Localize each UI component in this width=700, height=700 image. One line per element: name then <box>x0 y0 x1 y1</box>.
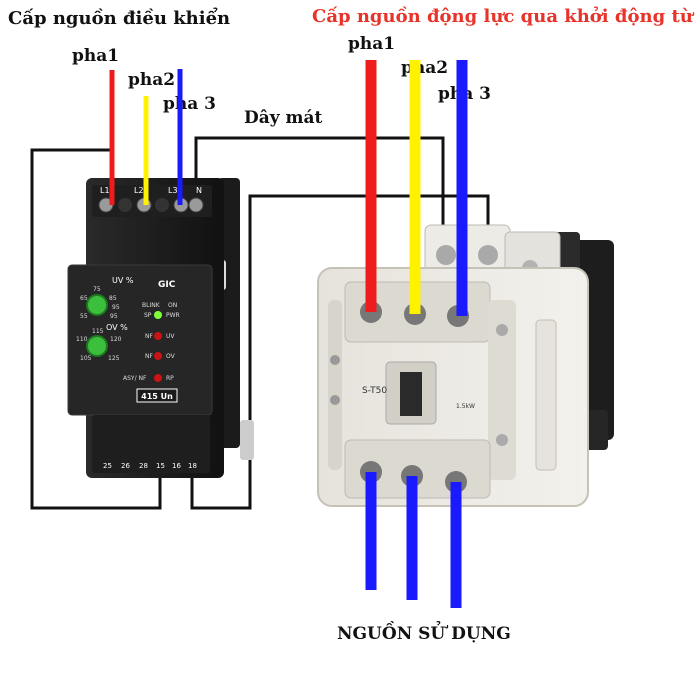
cool-wire-label: Dây mát <box>244 108 323 128</box>
terminal-label-25: 25 <box>103 462 112 470</box>
indicator-label: NF <box>145 333 153 340</box>
terminal-label-28: 28 <box>139 462 148 470</box>
uv-tick: 75 <box>93 286 101 293</box>
terminal-label-l3: L3 <box>168 186 178 195</box>
control-phase2-label: pha2 <box>128 70 176 90</box>
load-output-wires <box>365 472 462 608</box>
uv-tick: 95 <box>110 313 118 320</box>
contactor-model: S-T50 <box>362 386 387 396</box>
relay-model: 415 Un <box>141 392 173 401</box>
uv-dial-label: UV % <box>112 276 134 285</box>
relay-brand: GIC <box>158 280 176 290</box>
wire-terminal18-to-coil <box>190 194 490 510</box>
control-supply-title: Cấp nguồn điều khiển <box>8 8 231 29</box>
uv-tick: 65 <box>80 295 88 302</box>
terminal-label-n: N <box>196 186 202 195</box>
ov-dial-label: OV % <box>106 323 128 332</box>
uv-tick: 55 <box>80 313 88 320</box>
terminal-label-l2: L2 <box>134 186 144 195</box>
indicator-label: ON <box>168 302 177 309</box>
pwr-led <box>154 311 162 319</box>
power-phase1-label: pha1 <box>348 34 396 54</box>
control-phase-wires <box>109 69 183 205</box>
load-supply-label: NGUỒN SỬ DỤNG <box>337 624 511 644</box>
power-supply-title: Cấp nguồn động lực qua khởi động từ <box>312 6 693 27</box>
terminal-label-18: 18 <box>188 462 197 470</box>
indicator-label: UV <box>166 333 175 340</box>
monitoring-relay: L1 L2 L3 N UV % GIC 75 85 65 95 55 95 OV… <box>67 178 254 478</box>
control-wiring <box>30 136 490 510</box>
ov-tick: 125 <box>108 355 120 362</box>
ov-tick: 115 <box>92 328 104 335</box>
indicator-label: PWR <box>166 312 180 319</box>
uv-dial-knob <box>86 294 108 316</box>
rp-led <box>154 374 162 382</box>
wire-phase1-to-terminal15 <box>30 148 162 510</box>
indicator-label: BLINK <box>142 302 161 309</box>
terminal-label-l1: L1 <box>100 186 110 195</box>
ov-led <box>154 352 162 360</box>
terminal-label-16: 16 <box>172 462 181 470</box>
ov-dial-knob <box>86 335 108 357</box>
contactor-rating: 1.5kW <box>456 403 475 410</box>
indicator-label: ASY/ NF <box>123 375 147 382</box>
control-phase1-label: pha1 <box>72 46 120 66</box>
terminal-label-15: 15 <box>156 462 165 470</box>
indicator-label: RP <box>166 375 174 382</box>
wire-neutral-cool <box>194 136 445 238</box>
uv-tick: 85 <box>109 295 117 302</box>
terminal-label-26: 26 <box>121 462 130 470</box>
indicator-label: OV <box>166 353 176 360</box>
uv-tick: 95 <box>112 304 120 311</box>
ov-tick: 120 <box>110 336 122 343</box>
uv-led <box>154 332 162 340</box>
ov-tick: 110 <box>76 336 88 343</box>
indicator-label: NF <box>145 353 153 360</box>
indicator-label: SP <box>144 312 152 319</box>
control-phase3-label: pha 3 <box>163 94 217 114</box>
power-phase-wires <box>365 60 468 316</box>
ov-tick: 105 <box>80 355 92 362</box>
